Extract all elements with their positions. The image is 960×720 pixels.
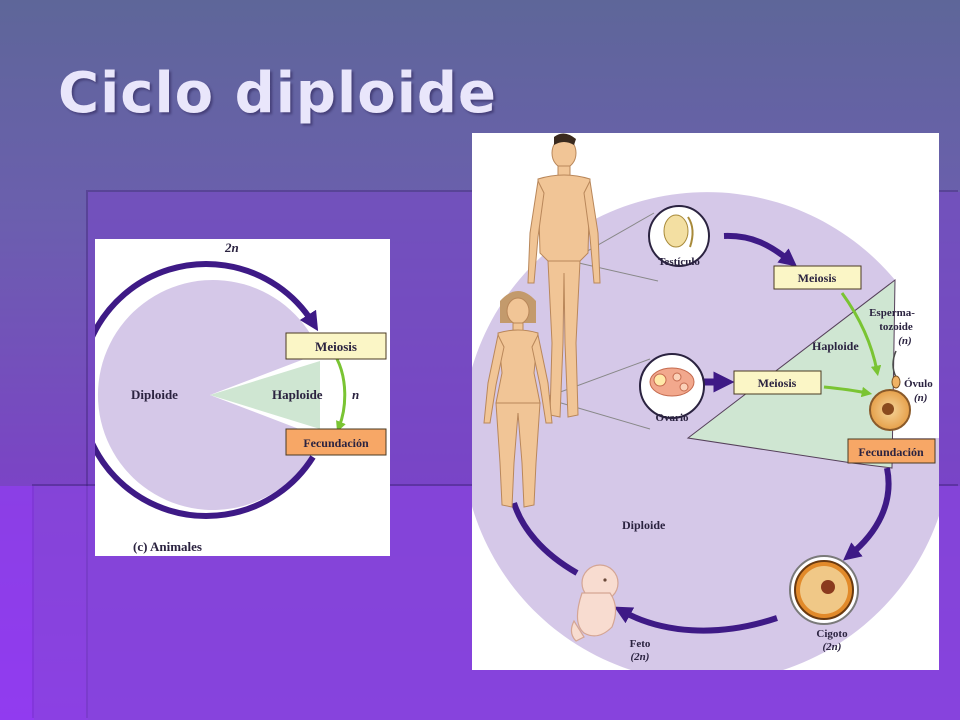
cycle-arrow-left — [511, 502, 579, 576]
fertilization-label: Fecundación — [858, 445, 924, 459]
diploid-sector — [97, 280, 320, 510]
sperm-icon — [891, 350, 901, 389]
meiosis-label: Meiosis — [315, 339, 357, 354]
ovary-label: Ovario — [656, 412, 689, 424]
green-arrow — [335, 358, 347, 432]
testicle-label: Testículo — [658, 256, 700, 268]
haploid-label: Haploide — [812, 339, 859, 353]
zygote-n-label: (2n) — [823, 641, 842, 653]
ovule-n-label: (n) — [914, 392, 927, 404]
sperm-n-label: (n) — [898, 335, 911, 347]
ovary-connector — [543, 358, 651, 399]
left-cycle-diagram: 2n Meiosis Diploide Haploide n Fecundaci… — [95, 240, 387, 554]
top-label: 2n — [224, 240, 239, 255]
ovule-green-arrow — [823, 385, 873, 398]
slide-title: Ciclo diploide — [58, 61, 497, 126]
fetus-icon — [570, 564, 619, 642]
cycle-arrow-bottom — [614, 606, 778, 634]
meiosis-box-male — [773, 265, 862, 290]
haploid-sector — [210, 361, 320, 429]
fetus-label: Feto — [630, 638, 651, 650]
cycle-arrow — [95, 261, 319, 519]
fertilization-box — [285, 428, 387, 456]
meiosis-male-label: Meiosis — [798, 271, 837, 285]
right-diagram-panel: Testículo Meiosis Esperma- tozoide (n) H… — [472, 133, 939, 670]
fertilization-box — [847, 438, 936, 464]
ovule-label: Óvulo — [904, 378, 933, 390]
n-label: n — [352, 387, 359, 402]
ovary-connector — [543, 397, 651, 430]
testicle-connector — [569, 260, 659, 282]
right-cycle-diagram: Testículo Meiosis Esperma- tozoide (n) H… — [472, 133, 939, 670]
zygote-icon — [789, 555, 859, 625]
left-diagram-panel: 2n Meiosis Diploide Haploide n Fecundaci… — [95, 239, 390, 556]
meiosis-box — [285, 332, 387, 360]
diploid-label: Diploide — [131, 387, 178, 402]
man-figure — [527, 133, 601, 418]
haploid-label: Haploide — [272, 387, 323, 402]
ovary-icon — [639, 353, 705, 419]
cycle-arrow-right — [843, 467, 892, 561]
sperm-label: tozoide — [879, 321, 913, 333]
fertilization-label: Fecundación — [303, 436, 369, 450]
background-edge — [0, 486, 34, 720]
zygote-label: Cigoto — [816, 628, 848, 640]
sperm-label: Esperma- — [869, 307, 915, 319]
cycle-arrow-top — [723, 232, 798, 267]
woman-figure — [483, 291, 553, 508]
testicle-icon — [648, 205, 710, 267]
fetus-n-label: (2n) — [631, 651, 650, 663]
sperm-green-arrow — [840, 292, 882, 377]
meiosis-female-label: Meiosis — [758, 376, 797, 390]
diploid-label: Diploide — [622, 518, 666, 532]
caption: (c) Animales — [133, 539, 202, 554]
ovule-icon — [869, 389, 911, 431]
meiosis-box-female — [733, 370, 822, 395]
